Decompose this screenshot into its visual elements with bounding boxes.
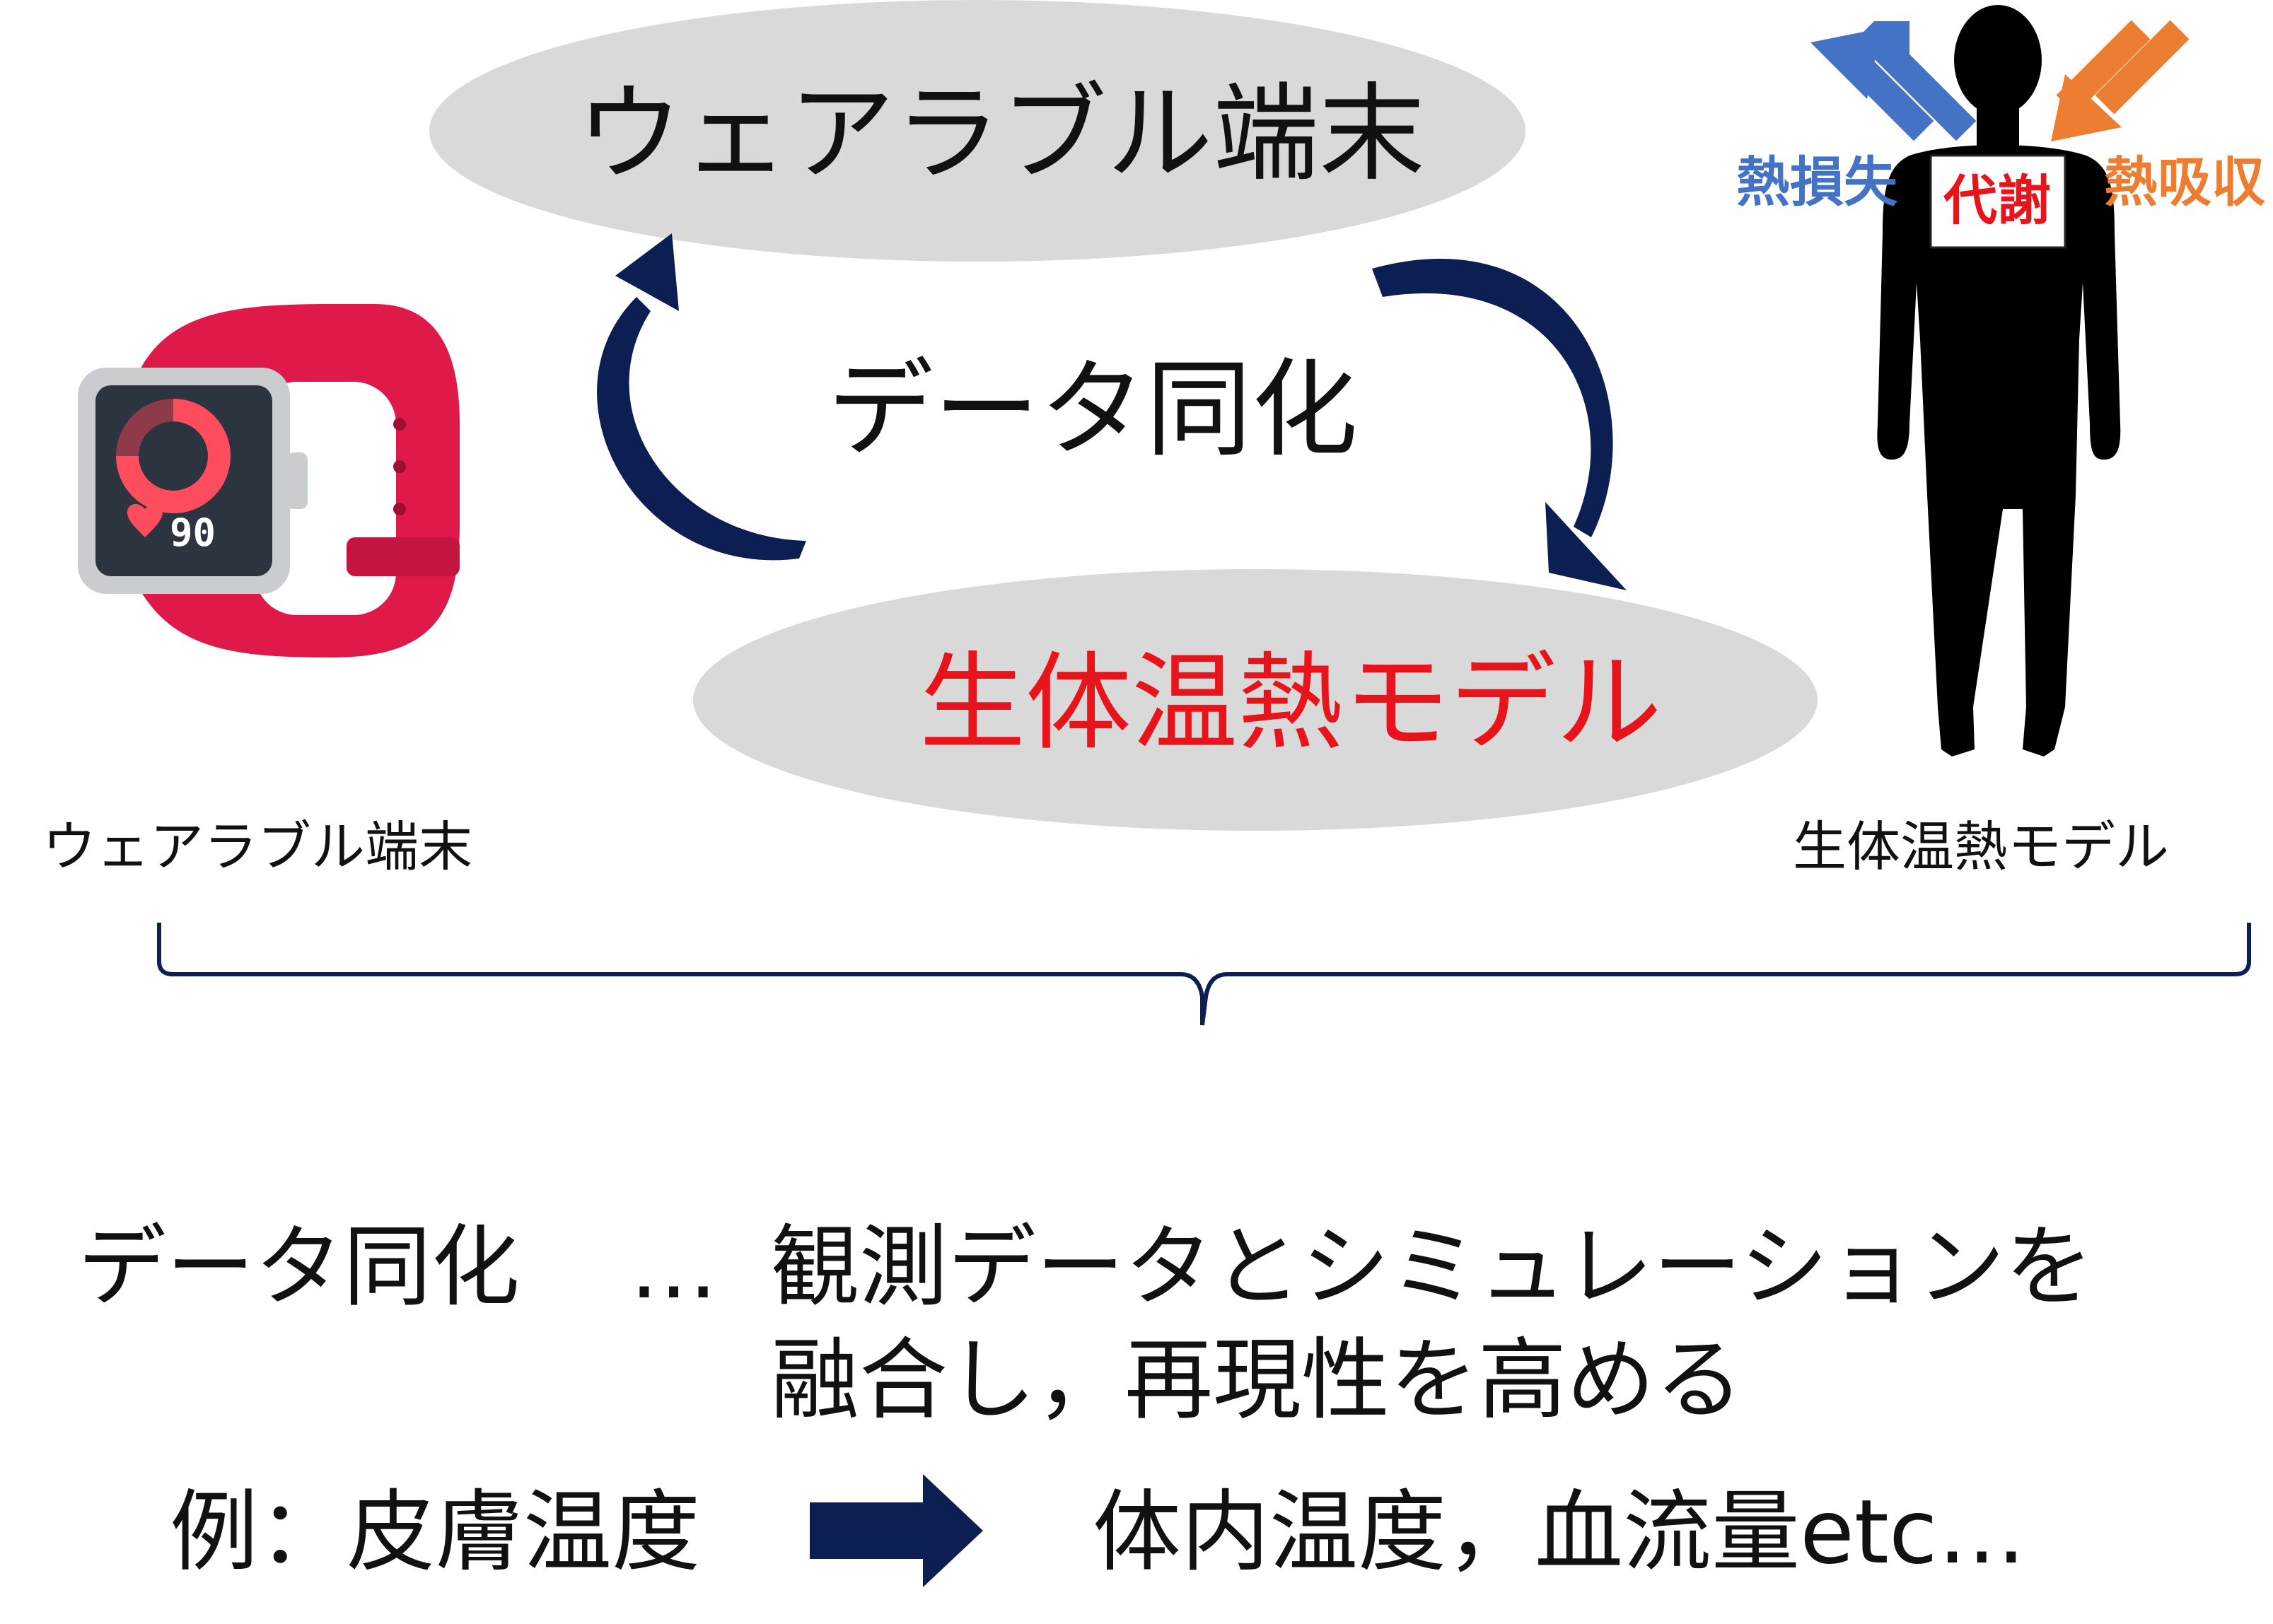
heat-gain-label: 熱吸収	[2104, 151, 2265, 214]
smartwatch-icon	[78, 304, 460, 658]
definition-line1: 観測データとシミュレーションを	[771, 1216, 2093, 1319]
bottom-ellipse	[693, 569, 1818, 831]
heat-loss-arrow-icon	[1810, 21, 1977, 141]
watch-caption: ウェアラブル端末	[42, 815, 472, 878]
definition-ellipsis: …	[629, 1216, 718, 1319]
definition-line2: 融合し，再現性を高める	[771, 1329, 1743, 1432]
definition-term: データ同化	[78, 1216, 520, 1319]
top-ellipse	[429, 0, 1525, 262]
body-model-caption: 生体温熱モデル	[1793, 815, 2169, 878]
cycle-arrow-left-icon	[597, 233, 806, 561]
bottom-ellipse-label: 生体温熱モデル	[919, 642, 1663, 765]
top-ellipse-label: ウェアラブル端末	[576, 73, 1426, 196]
brace-icon	[157, 923, 2251, 1026]
human-silhouette-icon	[1877, 5, 2121, 756]
heat-gain-arrow-icon	[2051, 20, 2190, 141]
cycle-arrow-right-icon	[1372, 258, 1627, 590]
center-label: データ同化	[827, 349, 1359, 472]
metabolism-box	[1929, 154, 2066, 249]
example-arrow-icon	[810, 1474, 983, 1587]
metabolism-label: 代謝	[1943, 169, 2051, 232]
example-label: 例：皮膚温度	[170, 1481, 700, 1584]
example-result: 体内温度，血流量etc…	[1093, 1481, 2026, 1584]
watch-heart-rate: 90	[170, 510, 216, 555]
heat-loss-label: 熱損失	[1736, 151, 1897, 214]
